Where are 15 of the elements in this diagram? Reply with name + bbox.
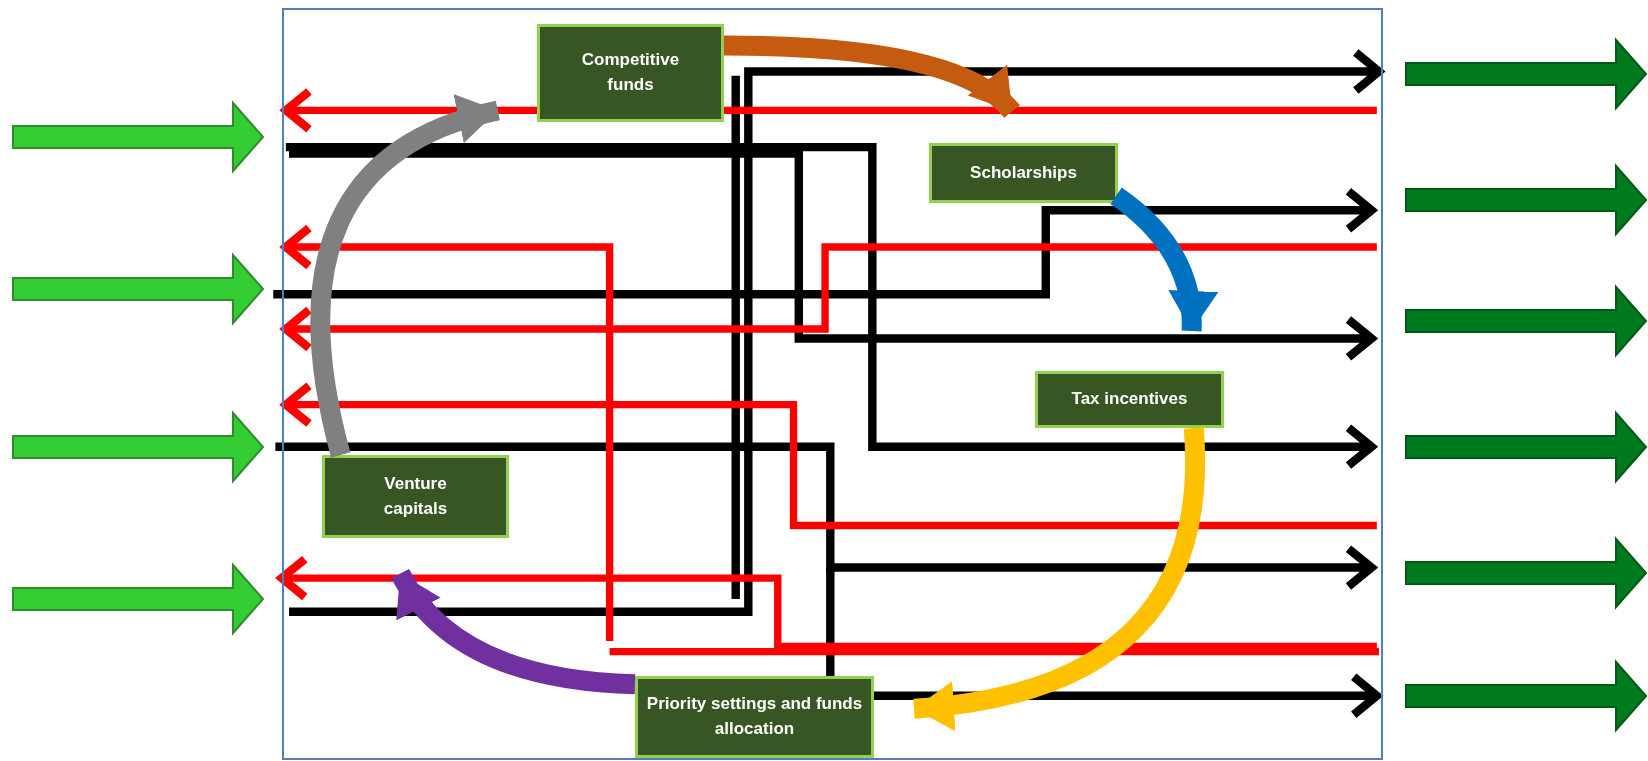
curved-arrow: [723, 35, 1020, 119]
box-label: Venture capitals: [382, 472, 449, 520]
funding-box: [322, 455, 509, 538]
funding-box: [537, 24, 724, 122]
curved-arrow: [912, 427, 1205, 730]
funding-box: [635, 676, 874, 758]
funding-box: [929, 143, 1118, 203]
box-label: Scholarships: [970, 161, 1077, 184]
curved-arrow: [1110, 187, 1217, 332]
frame-box: [282, 8, 1383, 760]
box-label: Priority settings and funds allocation: [646, 693, 863, 740]
curved-arrow: [391, 568, 636, 695]
funding-box: [1035, 371, 1224, 428]
box-label: Competitive funds: [580, 49, 681, 96]
box-label: Tax incentives: [1071, 388, 1188, 411]
